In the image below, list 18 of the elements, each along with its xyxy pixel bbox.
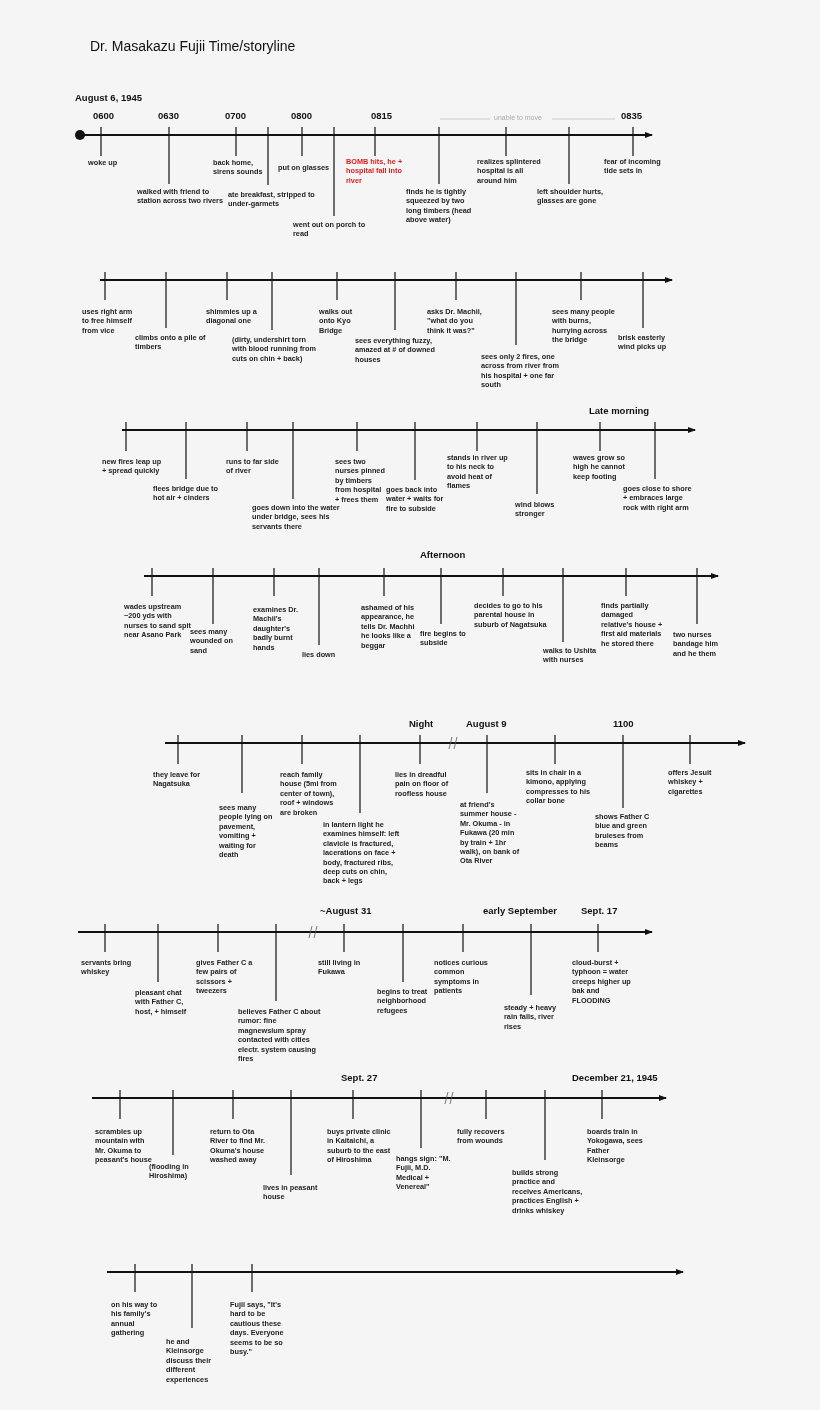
date-label: August 6, 1945	[75, 92, 143, 103]
time-label: 0600	[93, 110, 115, 121]
time-label: 1100	[613, 718, 634, 729]
time-label: Afternoon	[420, 549, 466, 560]
time-label: 0835	[621, 110, 643, 121]
time-label: ~August 31	[320, 905, 372, 916]
time-label: Sept. 27	[341, 1072, 378, 1083]
time-label: August 9	[466, 718, 507, 729]
title: Dr. Masakazu Fujii Time/storyline	[90, 38, 296, 54]
time-label: 0815	[371, 110, 393, 121]
time-label: December 21, 1945	[572, 1072, 658, 1083]
time-label: 0800	[291, 110, 313, 121]
time-label: early September	[483, 905, 557, 916]
time-label: Late morning	[589, 405, 650, 416]
time-label: 0630	[158, 110, 180, 121]
time-label: 0700	[225, 110, 247, 121]
time-label: Night	[409, 718, 434, 729]
time-label: Sept. 17	[581, 905, 618, 916]
